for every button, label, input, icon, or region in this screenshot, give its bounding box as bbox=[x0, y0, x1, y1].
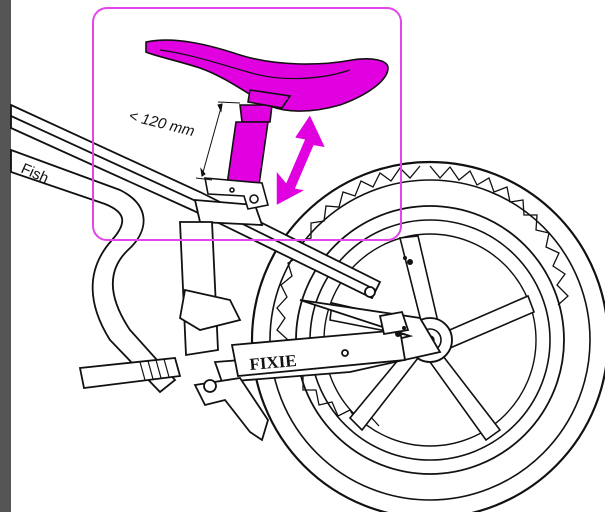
dimension-marker bbox=[195, 101, 241, 181]
tire-tread-ring bbox=[269, 179, 591, 501]
head-tube bbox=[179, 221, 219, 357]
bike-frame bbox=[10, 103, 442, 442]
clamp-bolt bbox=[249, 194, 259, 204]
saddle-rail bbox=[247, 89, 292, 109]
highlight-frame bbox=[92, 7, 402, 241]
tire-outer bbox=[250, 160, 605, 512]
double-arrow-icon bbox=[275, 112, 328, 208]
saddle-edge bbox=[159, 49, 351, 80]
footrest bbox=[78, 357, 182, 389]
fork-plate bbox=[230, 329, 407, 377]
down-tube bbox=[10, 148, 177, 394]
rear-stay bbox=[179, 288, 242, 331]
tire-tread bbox=[429, 165, 569, 306]
brake-clamp bbox=[378, 310, 410, 336]
fork-bolt bbox=[364, 286, 376, 298]
seat-assembly bbox=[145, 39, 389, 210]
bracket-bolt bbox=[203, 379, 217, 393]
tire-tread-left bbox=[276, 165, 421, 427]
seat-post-collar bbox=[239, 104, 273, 123]
clamp-bolt-small bbox=[229, 187, 235, 193]
dimension-label: < 120 mm bbox=[127, 107, 196, 140]
footrest-grip bbox=[139, 358, 170, 381]
lower-bracket bbox=[193, 377, 269, 442]
seat-tube-collar-area bbox=[193, 199, 264, 226]
frame-brand-label: FIXIE bbox=[249, 351, 298, 374]
fork-plate-bolt bbox=[341, 349, 349, 357]
saddle bbox=[145, 39, 389, 112]
page-side-bar bbox=[0, 0, 11, 512]
logo-mark bbox=[395, 256, 413, 337]
